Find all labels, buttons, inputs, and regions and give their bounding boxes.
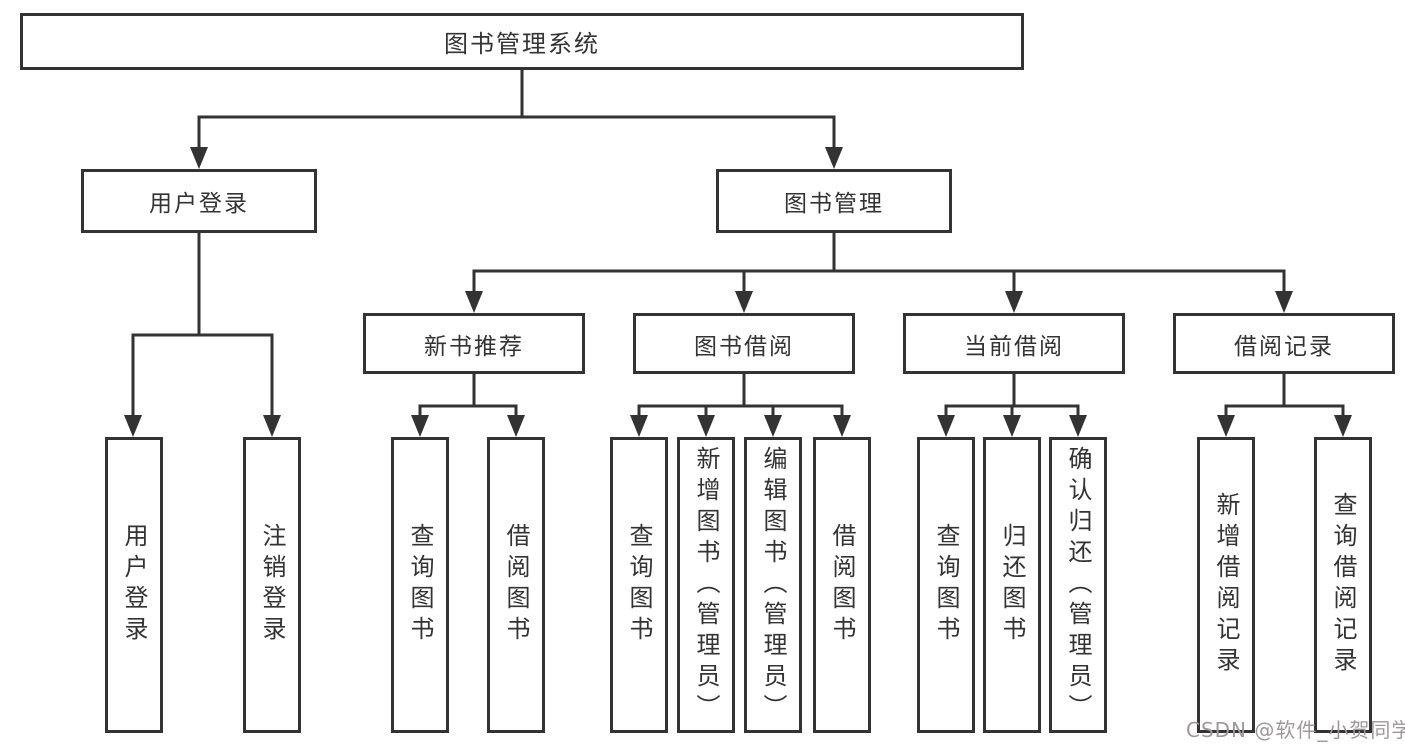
leaf-newbook-borrow-label: 借阅图书 [502, 523, 530, 647]
node-borrow-record: 借阅记录 [1173, 313, 1395, 374]
leaf-newbook-borrow: 借阅图书 [487, 437, 545, 733]
edge-branch-userlogin [131, 333, 274, 415]
leaf-borrow-edit-admin: 编辑图书（管理员） [744, 437, 802, 733]
tree-edges [131, 70, 1345, 415]
leaf-logout-label: 注销登录 [258, 523, 286, 647]
leaf-current-query: 查询图书 [917, 437, 975, 733]
edge-branch-level2 [472, 269, 1286, 291]
node-user-login: 用户登录 [81, 169, 317, 233]
leaf-borrow-book: 借阅图书 [813, 437, 871, 733]
edge-branch-borrowrecord [1224, 404, 1345, 415]
edge-branch-level1 [197, 115, 836, 147]
node-root-label: 图书管理系统 [444, 30, 600, 58]
arrowhead-icon [465, 291, 483, 313]
arrowhead-icon [1005, 291, 1023, 313]
arrowhead-icon [833, 415, 851, 437]
leaf-record-query-label: 查询借阅记录 [1329, 492, 1357, 678]
arrowhead-icon [937, 415, 955, 437]
arrowhead-icons [124, 147, 1352, 437]
arrowhead-icon [697, 415, 715, 437]
node-book-borrow: 图书借阅 [633, 313, 855, 374]
csdn-watermark: CSDN @软件_小贺同学 [1186, 718, 1405, 742]
leaf-borrow-add-admin-label: 新增图书（管理员） [692, 445, 720, 725]
edge-branch-newbook [418, 404, 518, 415]
node-current-borrow-label: 当前借阅 [964, 333, 1064, 360]
arrowhead-icon [735, 291, 753, 313]
leaf-logout: 注销登录 [243, 437, 301, 733]
leaf-current-return-label: 归还图书 [998, 523, 1026, 647]
arrowhead-icon [764, 415, 782, 437]
leaf-current-return: 归还图书 [983, 437, 1041, 733]
arrowhead-icon [1217, 415, 1235, 437]
node-root: 图书管理系统 [20, 13, 1024, 70]
arrowhead-icon [190, 147, 208, 169]
leaf-newbook-query-label: 查询图书 [406, 523, 434, 647]
leaf-borrow-query: 查询图书 [610, 437, 668, 733]
node-book-borrow-label: 图书借阅 [694, 333, 794, 360]
arrowhead-icon [411, 415, 429, 437]
node-new-book-recommend: 新书推荐 [363, 313, 585, 374]
arrowhead-icon [630, 415, 648, 437]
leaf-record-add: 新增借阅记录 [1197, 437, 1255, 733]
leaf-user-login-label: 用户登录 [120, 523, 148, 647]
node-current-borrow: 当前借阅 [903, 313, 1125, 374]
arrowhead-icon [1334, 415, 1352, 437]
arrowhead-icon [1003, 415, 1021, 437]
leaf-newbook-query: 查询图书 [391, 437, 449, 733]
leaf-current-confirm-admin-label: 确认归还（管理员） [1064, 445, 1092, 725]
leaf-user-login: 用户登录 [105, 437, 163, 733]
leaf-borrow-add-admin: 新增图书（管理员） [677, 437, 735, 733]
leaf-record-add-label: 新增借阅记录 [1212, 492, 1240, 678]
arrowhead-icon [263, 415, 281, 437]
arrowhead-icon [1275, 291, 1293, 313]
node-book-management: 图书管理 [716, 169, 952, 233]
leaf-borrow-edit-admin-label: 编辑图书（管理员） [759, 445, 787, 725]
node-user-login-label: 用户登录 [149, 191, 249, 217]
leaf-record-query: 查询借阅记录 [1314, 437, 1372, 733]
arrowhead-icon [825, 147, 843, 169]
node-new-book-recommend-label: 新书推荐 [424, 333, 524, 360]
node-borrow-record-label: 借阅记录 [1234, 333, 1334, 360]
leaf-borrow-query-label: 查询图书 [625, 523, 653, 647]
leaf-current-confirm-admin: 确认归还（管理员） [1049, 437, 1107, 733]
arrowhead-icon [1069, 415, 1087, 437]
node-book-management-label: 图书管理 [784, 191, 884, 217]
leaf-current-query-label: 查询图书 [932, 523, 960, 647]
arrowhead-icon [507, 415, 525, 437]
arrowhead-icon [124, 415, 142, 437]
edge-branch-bookborrow [637, 404, 844, 415]
leaf-borrow-book-label: 借阅图书 [828, 523, 856, 647]
